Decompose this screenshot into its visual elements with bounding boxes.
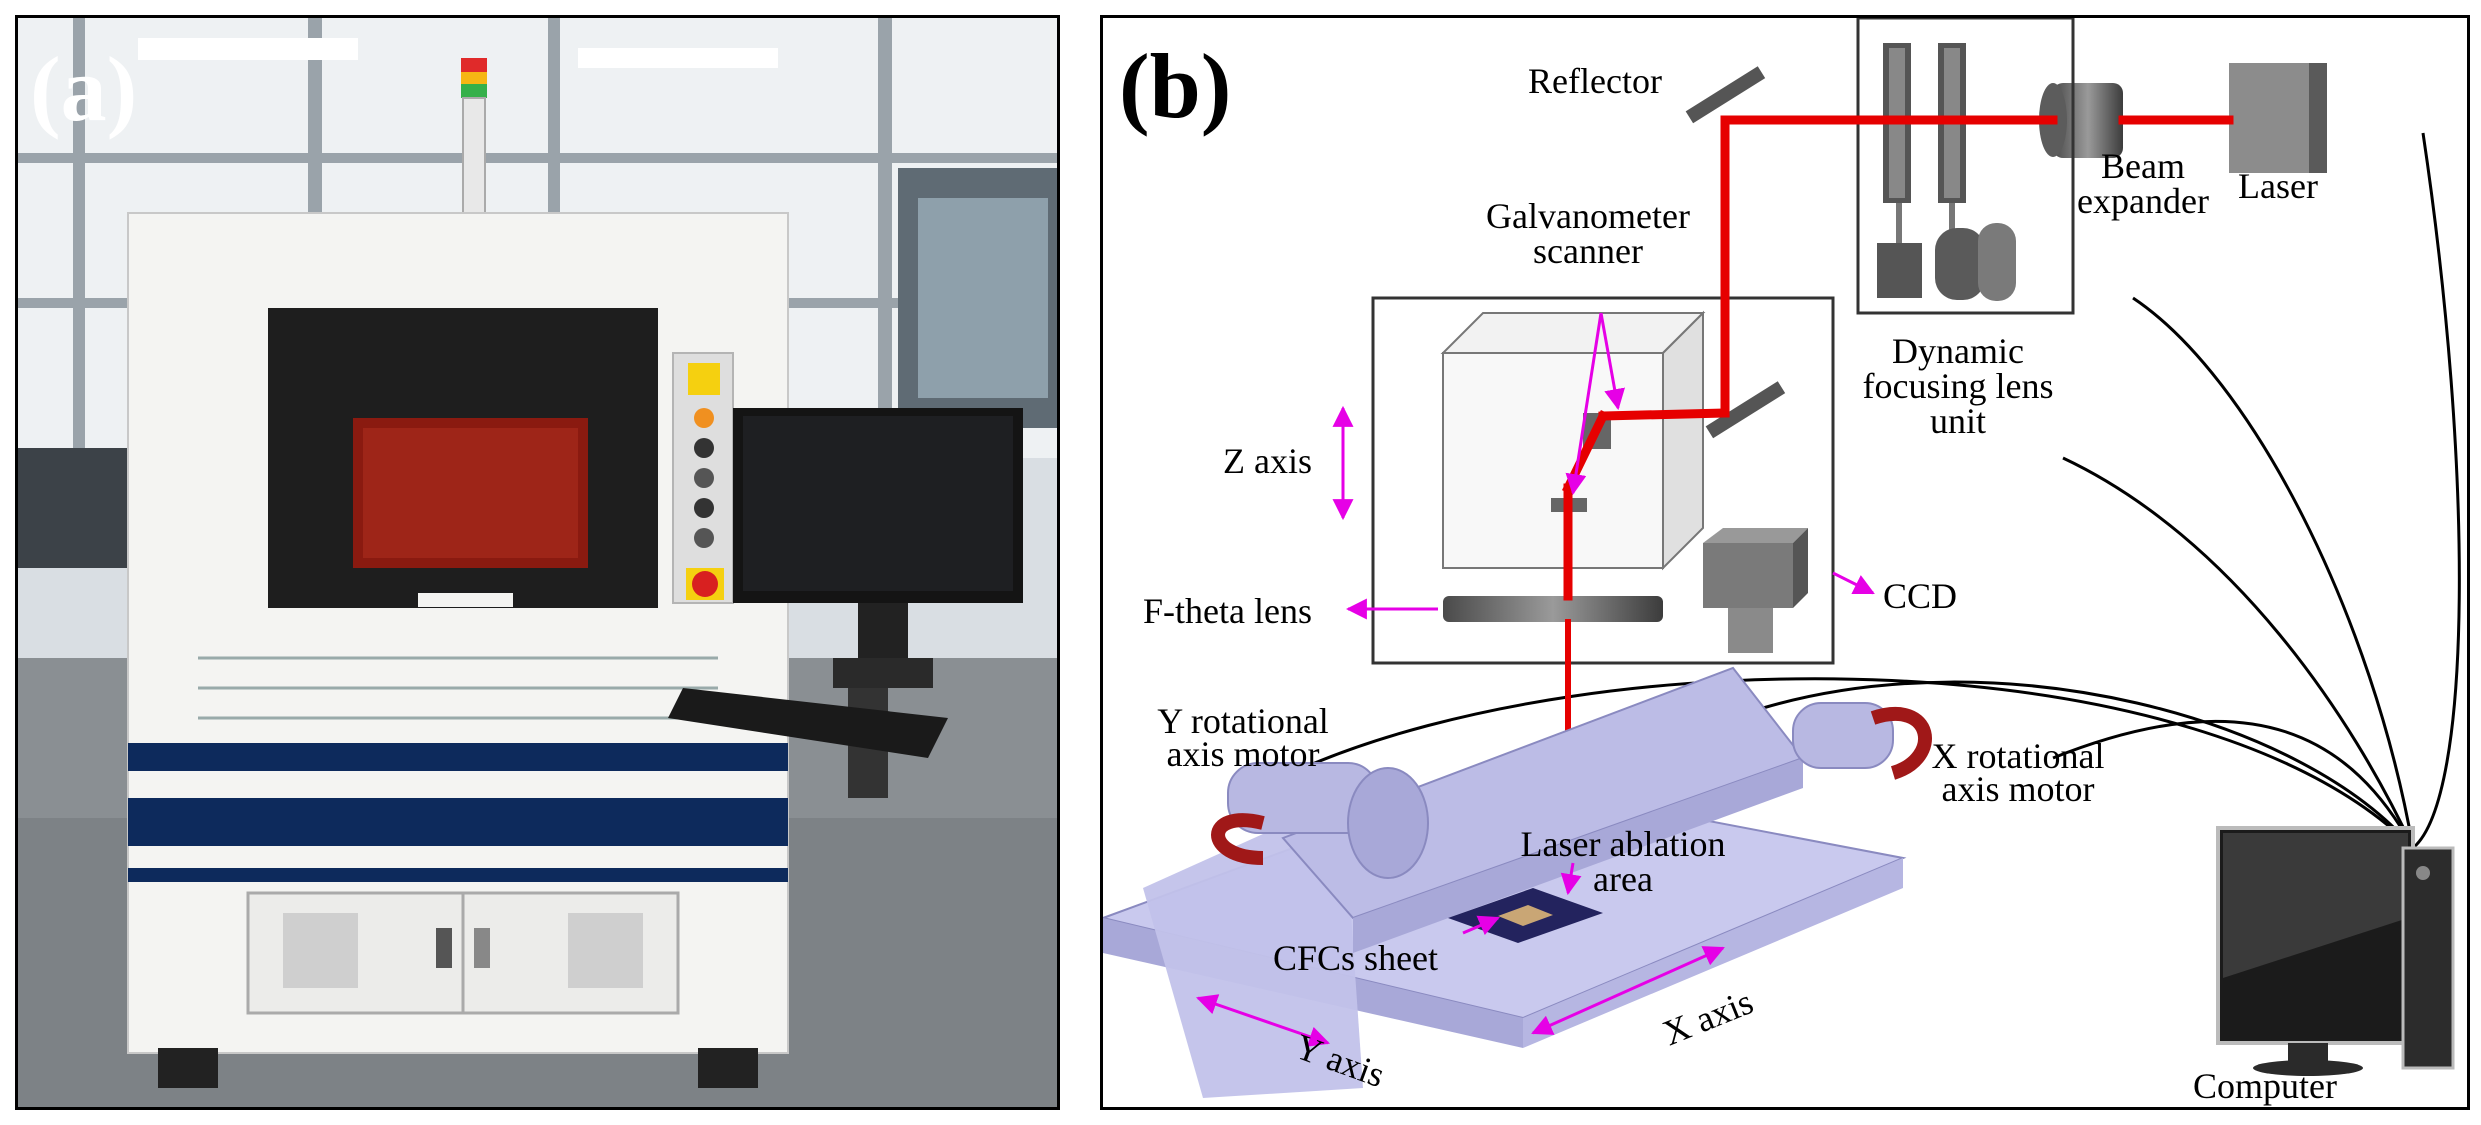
label-galvanometer-2: scanner [1533,231,1643,271]
label-cfcs-sheet: CFCs sheet [1273,938,1439,978]
scan-head-box [1371,296,1835,665]
dynamic-focusing-lenses [1877,43,2016,301]
label-galvanometer-1: Galvanometer [1486,196,1690,236]
annotation-arrows [1196,312,1875,1047]
label-laser-ablation-1: Laser ablation [1520,824,1726,864]
panel-b-label: (b) [1119,35,1232,137]
computer-icon [2216,826,2455,1076]
laser-machine-photo [18,18,1057,1107]
label-y-rotational-2: axis motor [1166,734,1320,774]
label-dynamic-2: focusing lens [1862,366,2054,406]
label-ccd: CCD [1883,576,1958,616]
label-z-axis: Z axis [1223,441,1312,481]
ccd-camera [1703,528,1808,653]
x-rotation-arrow-icon [1870,706,1932,780]
signal-cables [1302,132,2461,850]
label-reflector: Reflector [1528,61,1662,101]
reflector-mirror-top [1685,66,1766,124]
laser-source [2229,63,2327,173]
label-beam-expander-1: Beam [2101,146,2185,186]
label-laser-ablation-2: area [1593,859,1653,899]
label-x-rotational-2: axis motor [1941,769,2095,809]
label-computer: Computer [2193,1066,2337,1106]
label-y-rotational-1: Y rotational [1157,701,1329,741]
panel-a-label: (a) [30,38,138,140]
system-schematic [1103,18,2461,1098]
beam-expander [2039,83,2123,158]
label-laser: Laser [2238,166,2318,206]
f-theta-lens [1443,596,1663,622]
reflector-mirror-lower [1705,381,1786,439]
y-rotation-arrow-icon [1211,813,1265,865]
label-dynamic-1: Dynamic [1892,331,2024,371]
label-beam-expander-2: expander [2077,181,2209,221]
label-dynamic-3: unit [1929,401,1986,441]
panel-b-schematic: (b) Reflector Beam expander Laser Galvan… [1100,15,2470,1110]
panel-a-photo: (a) [15,15,1060,1110]
dynamic-focusing-box [1856,18,2075,315]
label-f-theta-lens: F-theta lens [1143,591,1312,631]
galvanometer-housing [1440,310,1706,571]
label-x-rotational-1: X rotational [1931,736,2105,776]
